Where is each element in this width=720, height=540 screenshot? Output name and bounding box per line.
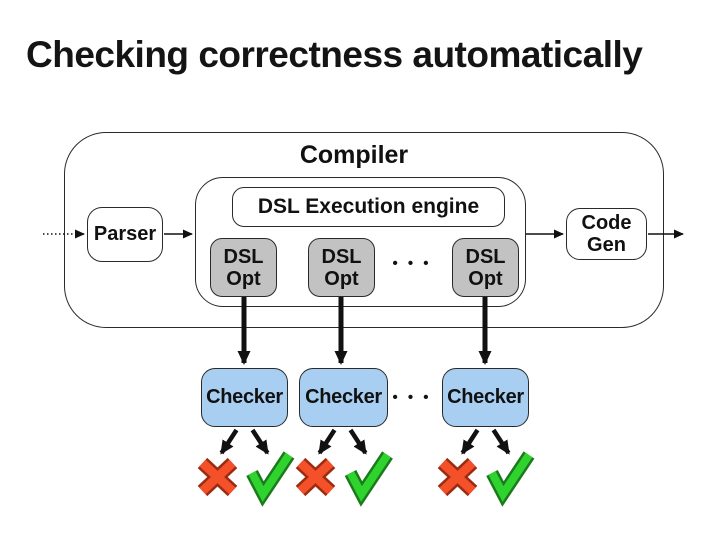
dsl-opt-box-3: DSL Opt xyxy=(452,238,519,297)
checker-label: Checker xyxy=(206,386,283,408)
dsl-opt-label: DSL xyxy=(321,245,362,268)
checker-ellipsis: • • • xyxy=(392,389,432,406)
dsl-execution-engine-label: DSL Execution engine xyxy=(257,195,480,218)
dsl-execution-engine-box: DSL Execution engine xyxy=(232,187,505,227)
arrow-checker3-to-fail xyxy=(460,428,480,455)
arrow-checker2-to-pass xyxy=(348,428,368,455)
check-mark-icon xyxy=(344,451,393,507)
arrow-checker3-to-pass xyxy=(491,428,511,455)
checker-label: Checker xyxy=(447,386,524,408)
optimizer-ellipsis: • • • xyxy=(392,255,432,272)
dsl-opt-label: Opt xyxy=(324,267,359,290)
parser-label: Parser xyxy=(93,223,157,245)
cross-mark-icon xyxy=(295,457,336,497)
checker-box-1: Checker xyxy=(201,368,288,427)
dsl-opt-label: Opt xyxy=(468,267,503,290)
dsl-opt-label: Opt xyxy=(226,267,261,290)
cross-mark-icon xyxy=(437,457,478,497)
check-mark-icon xyxy=(486,451,535,507)
check-mark-icon xyxy=(246,451,295,507)
dsl-opt-label: DSL xyxy=(223,245,264,268)
cross-mark-icon xyxy=(197,457,238,497)
code-gen-label: Gen xyxy=(587,234,626,256)
dsl-opt-box-1: DSL Opt xyxy=(210,238,277,297)
dsl-opt-label: DSL xyxy=(465,245,506,268)
compiler-label: Compiler xyxy=(299,141,409,169)
parser-box: Parser xyxy=(87,207,163,262)
checker-label: Checker xyxy=(305,386,382,408)
checker-box-3: Checker xyxy=(442,368,529,427)
checker-box-2: Checker xyxy=(299,368,388,427)
arrow-checker2-to-fail xyxy=(317,428,337,455)
arrow-checker1-to-fail xyxy=(219,428,239,455)
arrow-checker1-to-pass xyxy=(250,428,270,455)
slide-title: Checking correctness automatically xyxy=(26,34,643,75)
code-gen-label: Code xyxy=(581,212,632,234)
dsl-opt-box-2: DSL Opt xyxy=(308,238,375,297)
code-gen-box: Code Gen xyxy=(566,208,647,260)
